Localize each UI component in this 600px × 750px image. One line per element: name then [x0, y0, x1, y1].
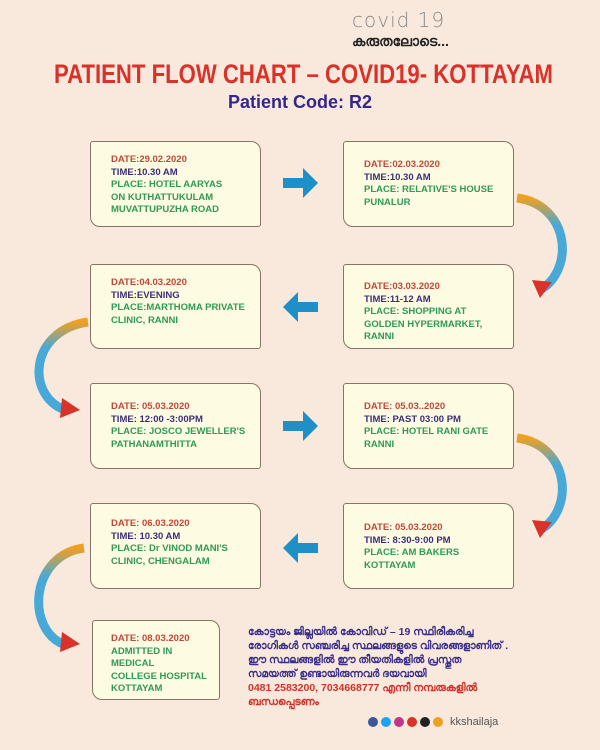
- facebook-icon[interactable]: [368, 717, 378, 727]
- flow-step-7: DATE: 05.03.2020 TIME: 8:30-9:00 PM PLAC…: [343, 503, 514, 589]
- step-time: TIME: PAST 03:00 PM: [364, 413, 461, 425]
- curved-arrow-icon: [34, 317, 89, 418]
- instagram-icon[interactable]: [394, 717, 404, 727]
- flow-step-5: DATE: 05.03.2020 TIME: 12:00 -3:00PM PLA…: [90, 383, 261, 469]
- covid-logo: covid 19 കരുതലോടെ...: [352, 8, 492, 50]
- step-place: PLACE: AM BAKERS: [364, 547, 460, 558]
- step-place: ADMITTED IN MEDICAL: [111, 645, 173, 670]
- flow-step-4: DATE:04.03.2020 TIME:EVENING PLACE:MARTH…: [90, 264, 261, 349]
- step-time: TIME: 12:00 -3:00PM: [111, 413, 203, 425]
- flow-step-3: DATE:03.03.2020 TIME:11-12 AM PLACE: SHO…: [343, 264, 514, 349]
- flow-step-1: DATE:29.02.2020 TIME:10.30 AM PLACE: HOT…: [90, 141, 261, 227]
- step-place: PLACE: RELATIVE'S HOUSE: [364, 184, 494, 195]
- step-date: DATE: 05.03.2020: [364, 522, 443, 533]
- step-time: TIME: 8:30-9:00 PM: [364, 534, 451, 546]
- arrow-left-icon: [283, 533, 318, 563]
- step-place: KOTTAYAM: [364, 559, 416, 571]
- tiktok-icon[interactable]: [420, 717, 430, 727]
- arrow-right-icon: [283, 168, 318, 198]
- step-time: TIME:11-12 AM: [364, 293, 431, 305]
- step-place: ON KUTHATTUKULAM: [111, 191, 214, 203]
- patient-code: Patient Code: R2: [227, 92, 373, 112]
- step-place: PUNALUR: [364, 196, 411, 208]
- curved-arrow-icon: [34, 543, 85, 652]
- arrow-right-icon: [283, 411, 318, 441]
- step-time: TIME:EVENING: [111, 289, 180, 301]
- step-place: KOTTAYAM: [111, 683, 163, 694]
- step-date: DATE:29.02.2020: [111, 154, 187, 165]
- curved-arrow-icon: [516, 433, 567, 538]
- flow-step-8: DATE: 06.03.2020 TIME: 10.30 AM PLACE: D…: [90, 503, 261, 589]
- step-place: CLINIC, CHENGALAM: [111, 555, 210, 567]
- contact-phones: 0481 2583200, 7034668777: [248, 682, 380, 694]
- step-place: PLACE: HOTEL RANI GATE: [364, 426, 489, 437]
- step-place: GOLDEN HYPERMARKET,: [364, 318, 483, 330]
- twitter-icon[interactable]: [381, 717, 391, 727]
- logo-line1: covid 19: [352, 8, 446, 32]
- step-date: DATE: 08.03.2020: [111, 633, 190, 644]
- step-place: RANNI: [364, 438, 395, 450]
- page-title: PATIENT FLOW CHART – COVID19- KOTTAYAM: [54, 59, 553, 89]
- sharechat-icon[interactable]: [433, 717, 443, 727]
- step-date: DATE:03.03.2020: [364, 281, 440, 292]
- contact-last: ബന്ധപ്പെടണം: [248, 696, 319, 708]
- social-links: kkshailaja: [368, 716, 498, 728]
- flow-step-6: DATE: 05.03..2020 TIME: PAST 03:00 PM PL…: [343, 383, 514, 469]
- step-date: DATE: 05.03..2020: [364, 401, 446, 412]
- notice-line: ഈ സ്ഥലങ്ങളിൽ ഈ തീയതികളിൽ പ്രസ്തുത: [248, 654, 462, 666]
- step-date: DATE:02.03.2020: [364, 159, 440, 170]
- step-place: COLLEGE HOSPITAL: [111, 670, 207, 682]
- notice-line: രോഗികൾ സഞ്ചരിച്ച സ്ഥലങ്ങളുടെ വിവരങ്ങളാണി…: [248, 640, 509, 652]
- notice-text: കോട്ടയം ജില്ലയിൽ കോവിഡ് – 19 സ്ഥിരീകരിച്…: [248, 625, 588, 709]
- logo-line2: കരുതലോടെ...: [352, 33, 449, 49]
- flow-step-2: DATE:02.03.2020 TIME:10.30 AM PLACE: REL…: [343, 141, 514, 227]
- arrow-left-icon: [283, 292, 318, 322]
- step-place: RANNI: [364, 331, 395, 342]
- step-place: CLINIC, RANNI: [111, 314, 179, 326]
- curved-arrow-icon: [516, 193, 567, 298]
- notice-line: കോട്ടയം ജില്ലയിൽ കോവിഡ് – 19 സ്ഥിരീകരിച്…: [248, 626, 474, 638]
- step-date: DATE:04.03.2020: [111, 277, 187, 288]
- step-place: MUVATTUPUZHA ROAD: [111, 204, 220, 215]
- step-place: PLACE: HOTEL AARYAS: [111, 179, 223, 190]
- step-place: PLACE: Dr VINOD MANI'S: [111, 543, 228, 554]
- notice-line: സമയത്ത് ഉണ്ടായിരുന്നവർ ദയവായി: [248, 668, 427, 680]
- step-time: TIME:10.30 AM: [111, 166, 178, 178]
- step-place: PLACE: JOSCO JEWELLER'S: [111, 426, 246, 437]
- step-place: PLACE:MARTHOMA PRIVATE: [111, 302, 245, 313]
- social-handle: kkshailaja: [450, 716, 499, 728]
- step-place: PLACE: SHOPPING AT: [364, 306, 467, 317]
- step-date: DATE: 06.03.2020: [111, 518, 190, 529]
- flow-step-9: DATE: 08.03.2020 ADMITTED IN MEDICAL COL…: [92, 620, 220, 700]
- step-time: TIME:10.30 AM: [364, 171, 431, 183]
- step-place: PATHANAMTHITTA: [111, 438, 198, 450]
- youtube-icon[interactable]: [407, 717, 417, 727]
- contact-suffix: എന്നീ നമ്പരുകളിൽ: [382, 682, 478, 694]
- step-time: TIME: 10.30 AM: [111, 530, 181, 542]
- step-date: DATE: 05.03.2020: [111, 401, 190, 412]
